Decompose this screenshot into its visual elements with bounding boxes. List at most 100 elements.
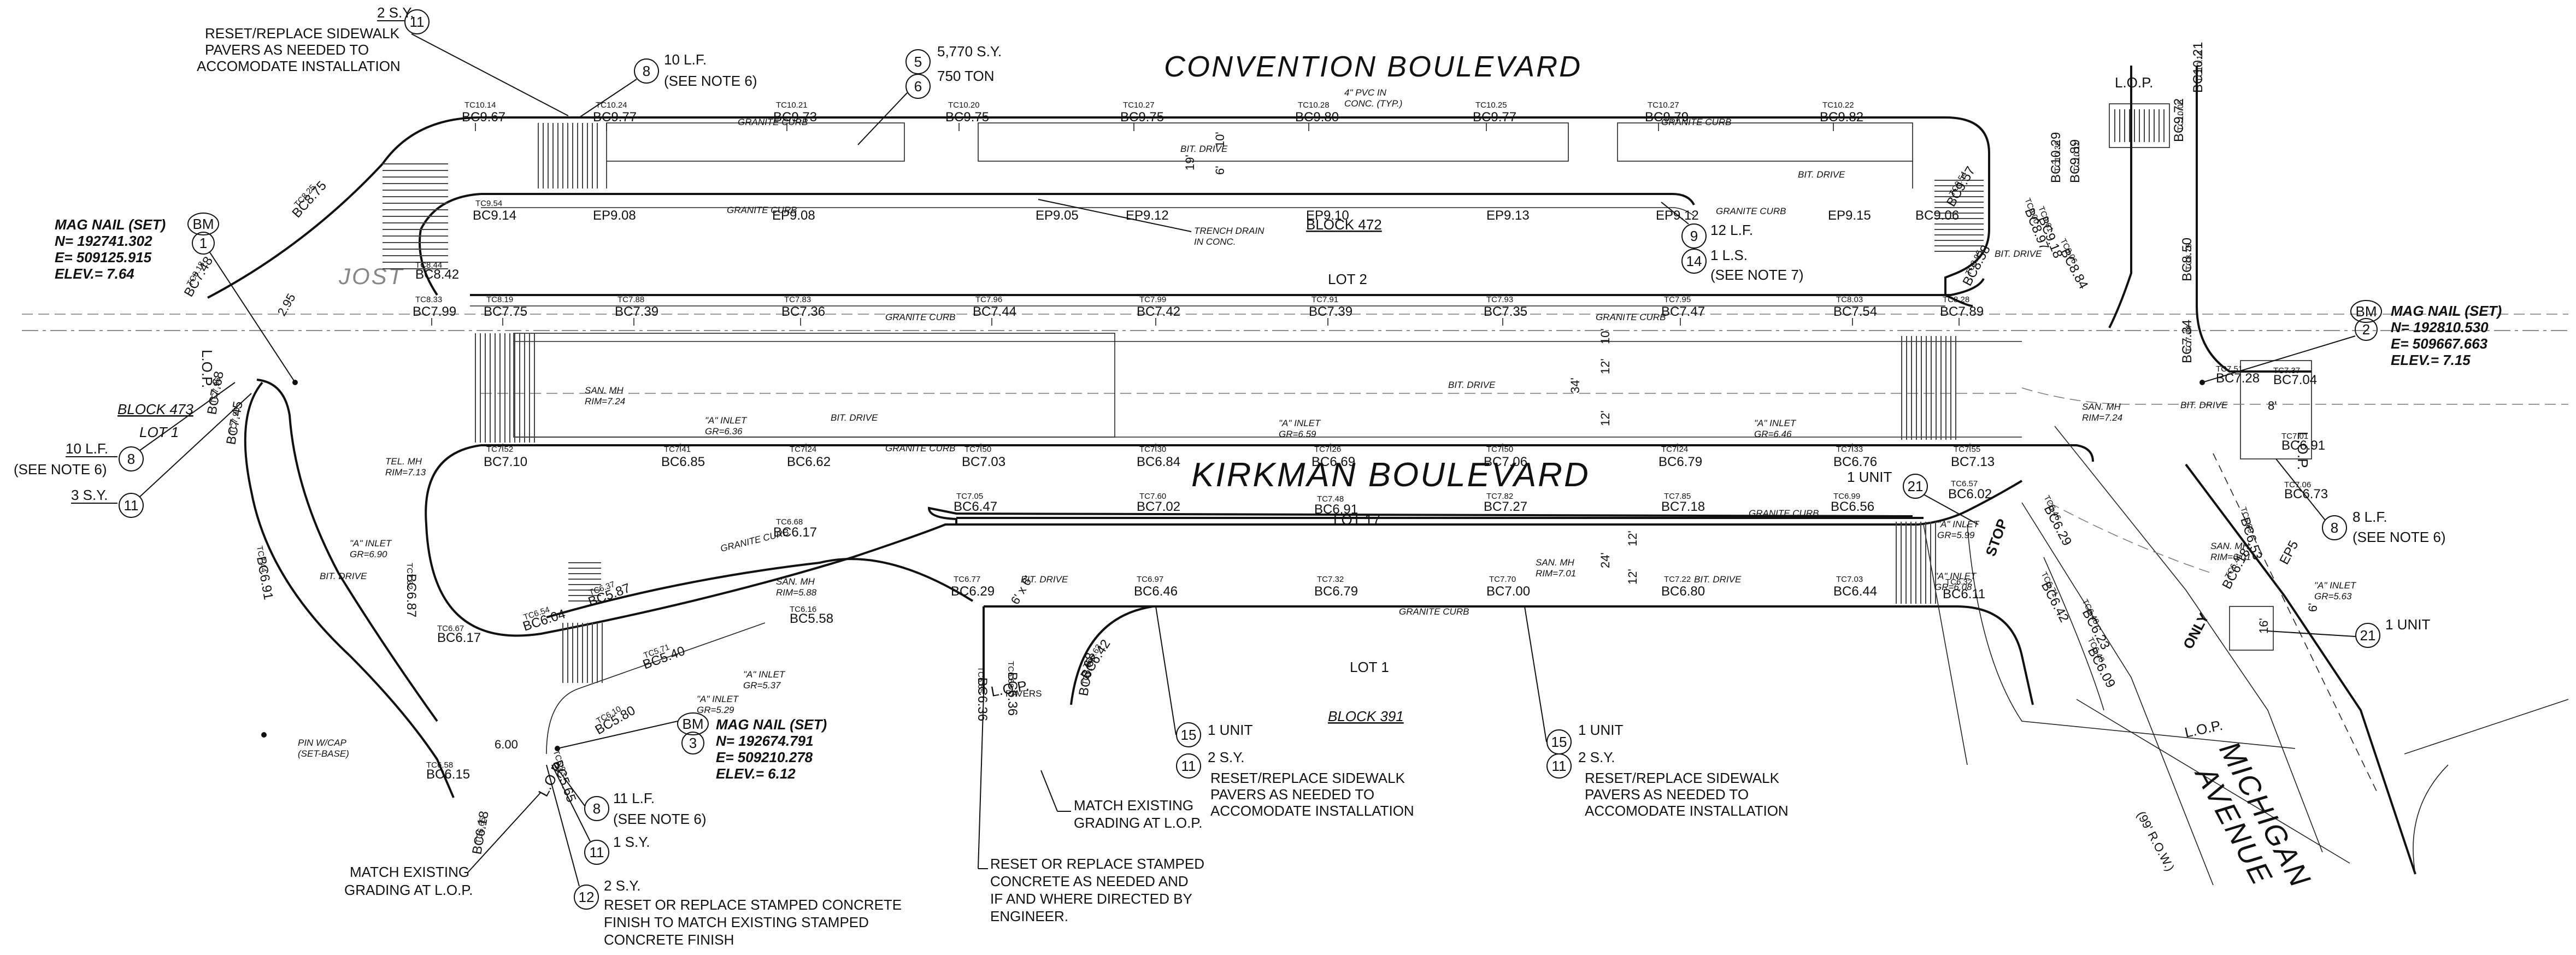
bm-3-elev: ELEV.= 6.12 — [716, 765, 796, 782]
a-inlet-8a: "A" INLET — [1934, 571, 1977, 581]
callout-15-b-num: 15 — [1551, 734, 1567, 750]
callout-5-num: 5 — [914, 54, 922, 70]
a-inlet-5a: "A" INLET — [743, 669, 786, 680]
ep-8: EP9.15 — [1828, 208, 1871, 223]
dim-12ft-c: 12' — [1626, 530, 1639, 546]
bottom-road-curve-1 — [546, 558, 974, 618]
callout-9-qty: 12 L.F. — [1710, 222, 1753, 238]
tc-ksouth-1: TC7.05 — [956, 492, 983, 501]
lot-17-label: LOT 17 — [1333, 511, 1380, 528]
callout-14-qty: 1 L.S. — [1710, 247, 1748, 263]
bc-right-11: BC7.28 — [2216, 371, 2260, 386]
granite-curb-2: GRANITE CURB — [1661, 117, 1731, 127]
san-mh-5b: RIM=6.01 — [2210, 552, 2251, 562]
match-left-2: GRADING AT L.O.P. — [344, 882, 473, 898]
a-inlet-3b: GR=6.46 — [1754, 429, 1792, 439]
bc-midtop-9: BC7.54 — [1833, 304, 1877, 319]
benchmark-1: BM 1 MAG NAIL (SET) N= 192741.302 E= 509… — [55, 213, 298, 385]
bc-right-9: BC8.50 — [2180, 238, 2195, 281]
reset-note-b-2: PAVERS AS NEEDED TO — [1585, 786, 1749, 803]
bit-drive-2: BIT. DRIVE — [1798, 169, 1845, 180]
bc-midbot-8: BC6.76 — [1833, 455, 1877, 469]
callout-11-b-qty: 2 S.Y. — [1578, 749, 1615, 765]
lot-1-bottom-label: LOT 1 — [1350, 659, 1389, 675]
callout-8-bottom: 8 11 L.F. (SEE NOTE 6) — [554, 764, 706, 827]
bc-right-21: BC6.36 — [1005, 672, 1020, 716]
bit-drive-4: BIT. DRIVE — [1448, 380, 1496, 390]
a-inlet-2b: GR=6.59 — [1279, 429, 1316, 439]
lop-label-pad: L.O.P. — [2295, 432, 2311, 470]
callout-14: 14 1 L.S. (SEE NOTE 7) — [1681, 247, 1803, 283]
dim-6ft: 6' — [1213, 166, 1227, 175]
bc-midbot-1: BC6.85 — [661, 455, 705, 469]
block-391-label: BLOCK 391 — [1328, 708, 1404, 724]
bc-left-7: BC6.17 — [437, 630, 481, 645]
ep-6: EP9.13 — [1486, 208, 1530, 223]
tc-bottom-0: TC6.77 — [954, 575, 980, 584]
tc-ksouth-6: TC6.99 — [1833, 492, 1860, 501]
bc-midtop-3: BC7.36 — [781, 304, 825, 319]
michigan-east-edge — [2185, 463, 2416, 875]
bm-1-circle — [192, 232, 215, 255]
callout-6-qty: 750 TON — [937, 68, 995, 84]
bc-ksouth-1: BC6.47 — [954, 499, 997, 514]
dim-12ft-d: 12' — [1626, 569, 1639, 585]
bc-ksouth-3: BC6.91 — [1314, 502, 1358, 517]
bc-left-15: BC6.18 — [469, 810, 491, 856]
bc-left-6: BC6.87 — [404, 574, 419, 617]
dim-12ft-a: 12' — [1598, 358, 1612, 374]
tc-right-9: TC8.75 — [2184, 244, 2193, 270]
tc-midtop-1: TC8.19 — [486, 295, 513, 304]
bm-1-ellipse — [187, 213, 219, 235]
bm-1-elev: ELEV.= 7.64 — [55, 266, 134, 282]
san-mh-2a: SAN. MH — [2082, 402, 2121, 412]
west-inner-curb — [256, 379, 438, 722]
callout-11-top-num: 11 — [410, 14, 425, 30]
tc-top-5: TC10.28 — [1298, 101, 1330, 110]
tc-midbot-5: TC7.26 — [1314, 445, 1341, 454]
bc-midtop-4: BC7.44 — [973, 304, 1016, 319]
callout-8-left: 10 L.F. (SEE NOTE 6) 8 — [14, 382, 236, 478]
michigan-dash — [2213, 453, 2378, 793]
bm-2-tag: BM — [2356, 303, 2377, 320]
bc-left-4: BC7.45 — [224, 400, 245, 446]
bc-top-2: BC9.73 — [773, 110, 817, 125]
reset-note-a-3: ACCOMODATE INSTALLATION — [1210, 803, 1414, 819]
bc-right-7: BC10.21 — [2191, 42, 2206, 93]
bc-ksouth-5: BC7.18 — [1661, 499, 1705, 514]
ep-3: EP9.05 — [1036, 208, 1079, 223]
callout-21-right-qty: 1 UNIT — [2385, 616, 2430, 633]
tc-ksouth-2: TC7.60 — [1139, 492, 1166, 501]
callout-8-top: 8 10 L.F. (SEE NOTE 6) — [579, 51, 757, 118]
bm-3-id: 3 — [689, 735, 697, 751]
bm-3-e: E= 509210.278 — [716, 749, 813, 765]
bm-2-id: 2 — [2362, 321, 2370, 338]
callout-21-mid-num: 21 — [1908, 478, 1924, 494]
misc-labels: L.O.P. L.O.P. L.O.P. L.O.P. L.O.P. L.O.P… — [199, 74, 2357, 799]
callout-8-bottom-qty: 11 L.F. — [613, 790, 655, 806]
bc-right-12: BC7.04 — [2273, 373, 2317, 387]
callout-11-b-num: 11 — [1552, 758, 1567, 774]
san-mh-2b: RIM=7.24 — [2082, 412, 2122, 423]
bc-top-4: BC9.75 — [1120, 110, 1164, 125]
tel-mh-b: RIM=7.13 — [385, 467, 426, 478]
tc-right-11: TC7.51 — [2216, 364, 2243, 374]
callout-8-right-qty: 8 L.F. — [2352, 509, 2387, 525]
bm-1-e: E= 509125.915 — [55, 249, 152, 266]
bc-ksouth-2: BC7.02 — [1137, 499, 1180, 514]
tc-bottom-3: TC7.70 — [1489, 575, 1516, 584]
callout-6-num: 6 — [914, 78, 922, 95]
tc-ksouth-3: TC7.48 — [1317, 494, 1344, 504]
bc-bottom-1: BC6.46 — [1134, 584, 1178, 599]
block-473-label: BLOCK 473 — [117, 401, 193, 417]
bc-left-10: BC5.58 — [790, 611, 833, 626]
pin-label-2: (SET-BASE) — [298, 748, 349, 759]
tc-midbot-9: TC7.55 — [1954, 445, 1980, 454]
road-name-kirkman: KIRKMAN BOULEVARD — [1191, 456, 1590, 494]
dim-6ft-b: 6' — [2306, 603, 2320, 612]
elevation-labels: TC10.14BC9.67TC10.24BC9.77TC10.21BC9.73T… — [181, 42, 2328, 856]
bc-right-10: BC7.34 — [2180, 320, 2195, 363]
callout-11-top-qty: 2 S.Y. — [377, 4, 414, 21]
a-inlet-6b: GR=5.29 — [697, 705, 734, 715]
bm-3-tag: BM — [683, 716, 704, 732]
